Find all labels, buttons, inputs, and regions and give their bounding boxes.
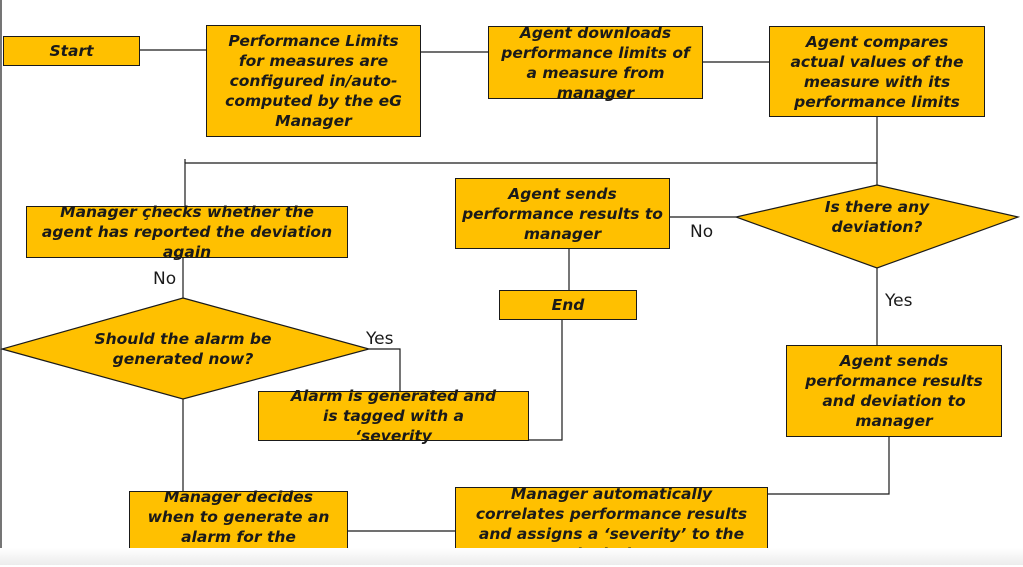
end-node: End [499, 290, 637, 320]
agent-downloads-node: Agent downloads performance limits of a … [488, 24, 703, 102]
yes-alarm-label: Yes [366, 329, 394, 349]
limits-configured-node: Performance Limits for measures are conf… [206, 25, 421, 137]
agent-compares-node: Agent compares actual values of the meas… [769, 26, 985, 117]
start-node: Start [3, 36, 140, 66]
alarm-decision-label: Should the alarm be generated now? [94, 330, 272, 368]
no-alarm-label: No [153, 269, 177, 289]
edge-alarm-yes-to-generated [369, 348, 401, 391]
edge-deviation-to-correlate [768, 437, 890, 495]
edge-generated-to-end [529, 320, 563, 441]
agent-sends-deviation-node: Agent sends performance results and devi… [786, 345, 1002, 437]
bottom-shadow [0, 548, 1023, 565]
manager-checks-node: Manager çhecks whether the agent has rep… [26, 203, 348, 261]
no-deviation-label: No [690, 222, 714, 242]
alarm-generated-node: Alarm is generated and is tagged with a … [258, 387, 529, 445]
agent-sends-results-node: Agent sends performance results to manag… [455, 178, 670, 249]
yes-deviation-label: Yes [885, 291, 913, 311]
deviation-decision-label: Is there any deviation? [824, 198, 930, 236]
alarm-decision-diamond [0, 297, 372, 400]
deviation-decision-diamond [733, 184, 1021, 269]
